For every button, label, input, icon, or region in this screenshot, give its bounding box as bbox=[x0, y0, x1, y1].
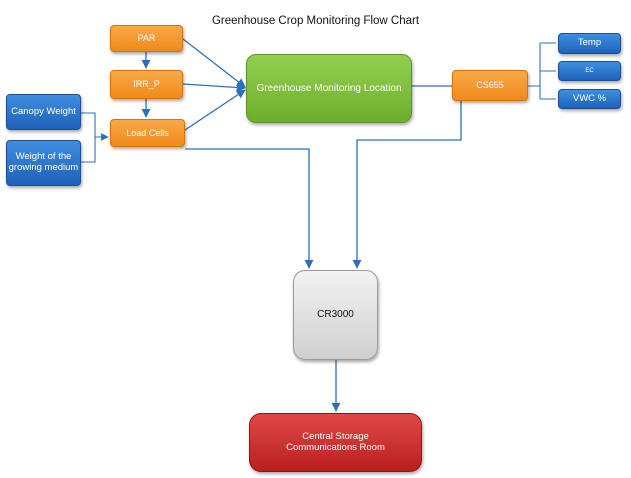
connector-cs655-to-sensors bbox=[528, 42, 556, 100]
chart-title: Greenhouse Crop Monitoring Flow Chart bbox=[211, 15, 420, 27]
monitoring-location-node: Greenhouse Monitoring Location bbox=[246, 54, 412, 123]
central-storage-node: Central Storage Communications Room bbox=[249, 413, 422, 472]
par-node: PAR bbox=[110, 25, 183, 52]
temp-node: Temp bbox=[558, 33, 621, 54]
vwc-node: VWC % bbox=[558, 89, 621, 109]
growing-medium-weight-node: Weight of the growing medium bbox=[6, 140, 81, 186]
connector-irr-to-monitor bbox=[182, 82, 246, 93]
irr-p-node: IRR_P bbox=[110, 70, 183, 99]
connector-cs655-to-cr3000 bbox=[352, 101, 462, 269]
connector-load-to-cr3000 bbox=[185, 148, 314, 269]
ec-node: EC bbox=[558, 61, 621, 81]
connector-weights-to-load bbox=[81, 112, 108, 163]
canopy-weight-node: Canopy Weight bbox=[6, 94, 81, 130]
connector-par-to-monitor bbox=[182, 38, 246, 88]
load-cells-node: Load Cells bbox=[110, 119, 185, 147]
cr3000-node: CR3000 bbox=[293, 270, 378, 360]
connector-load-to-monitor bbox=[184, 89, 246, 131]
cs655-node: CS655 bbox=[452, 70, 528, 101]
